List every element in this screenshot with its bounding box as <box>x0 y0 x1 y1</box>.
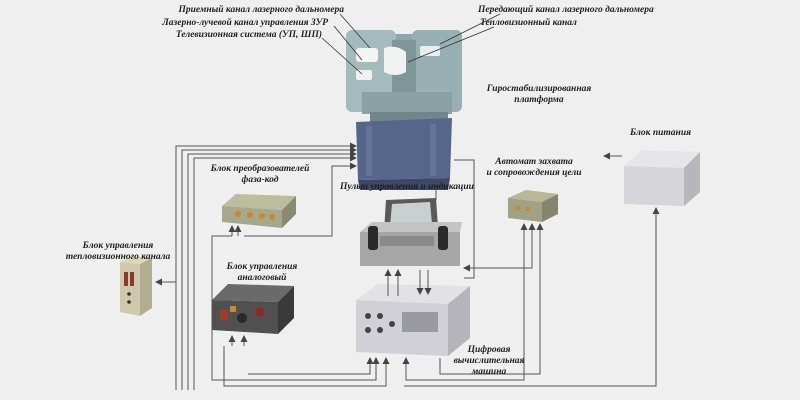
label-gyro-platform: Гиростабилизированная платформа <box>486 84 592 105</box>
tv-window-icon <box>356 70 372 80</box>
label-receive-channel: Приемный канал лазерного дальномера <box>178 5 344 15</box>
platform-base-shadow <box>358 178 450 190</box>
label-transmit-channel: Передающий канал лазерного дальномера <box>478 5 654 15</box>
label-analog-control-block: Блок управления аналоговый <box>226 262 298 283</box>
turret-collar <box>370 112 448 122</box>
analog-control-device <box>212 284 294 334</box>
label-power-block: Блок питания <box>630 128 692 138</box>
tracking-device <box>508 190 558 222</box>
label-thermal-control-block: Блок управления тепловизионного канала <box>65 241 171 262</box>
label-tracking-automat: Автомат захвата и сопровождения цели <box>486 157 582 178</box>
transmit-window-icon <box>420 46 440 56</box>
turret-unit <box>346 30 462 190</box>
thermal-control-device <box>120 256 152 316</box>
label-digital-computer: Цифровая вычислительная машина <box>453 345 525 377</box>
label-control-panel: Пульт управления и индикации <box>340 182 474 192</box>
laser-window-icon <box>356 48 378 62</box>
turret-neck <box>362 92 452 114</box>
label-tv-system: Телевизионная система (УП, ШП) <box>175 30 322 40</box>
digital-computer-device <box>356 284 470 356</box>
converter-block-device <box>222 194 296 228</box>
label-laser-beam-channel: Лазерно-лучевой канал управления ЗУР <box>162 18 328 28</box>
label-thermal-channel: Тепловизионный канал <box>480 18 577 28</box>
control-panel-device <box>360 198 462 266</box>
thermal-window-icon <box>384 46 406 75</box>
power-block-device <box>624 150 700 206</box>
callout-lines <box>321 13 501 75</box>
label-converter-block: Блок преобразователей фаза-код <box>210 164 310 185</box>
platform-base <box>356 118 452 180</box>
wiring <box>155 142 660 390</box>
